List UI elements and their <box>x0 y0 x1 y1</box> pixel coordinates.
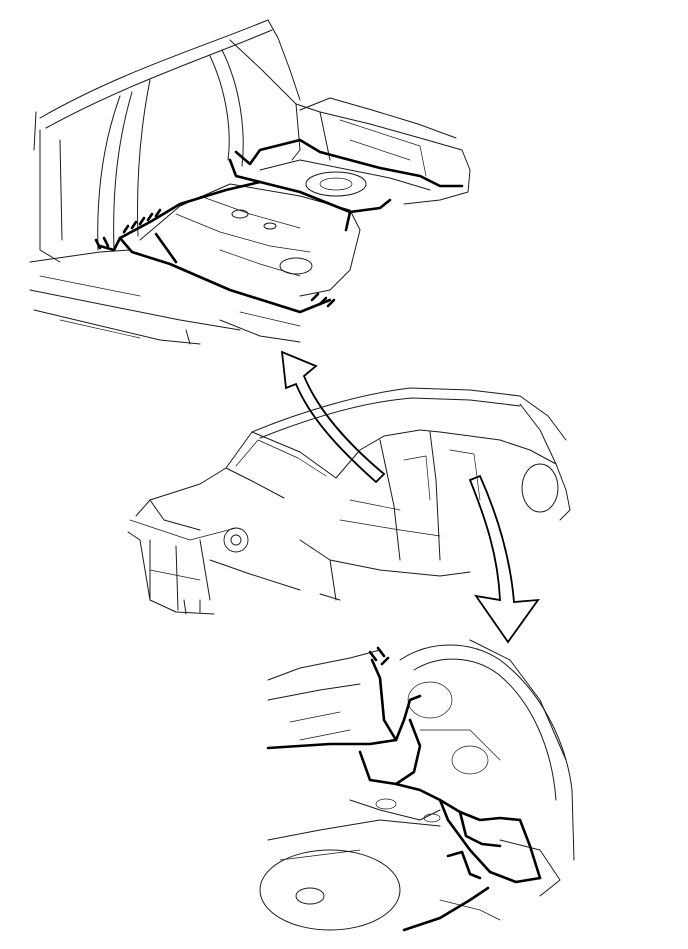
arrow-to-top-panel <box>280 350 386 484</box>
full-vehicle-body-panel <box>127 387 571 615</box>
rear-floor-detail-panel <box>29 19 471 345</box>
direction-arrows <box>280 350 540 644</box>
rear-wheelhouse-detail-panel <box>259 639 575 932</box>
arrow-to-bottom-panel <box>468 474 540 644</box>
